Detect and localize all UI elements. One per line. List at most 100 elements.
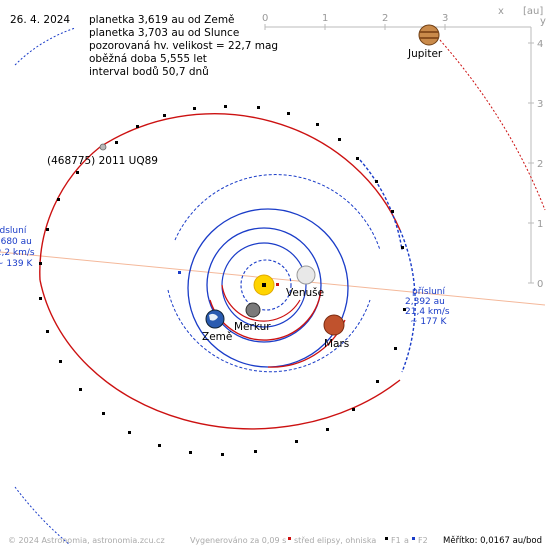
legend-f2-label: F2 [418, 536, 428, 545]
x-tick-label: 0 [262, 13, 268, 24]
orbit-point [391, 210, 394, 213]
orbit-point [189, 451, 192, 454]
orbit-point [193, 107, 196, 110]
y-tick-label: 4 [537, 39, 543, 50]
legend-f2-marker [412, 537, 415, 540]
orbit-point [46, 330, 49, 333]
asteroid-icon [99, 143, 107, 151]
asteroid-orbit-blue-arc [399, 229, 416, 373]
earth-cloud-shape [209, 313, 218, 321]
x-tick-label: 2 [382, 13, 388, 24]
y-tick-label: 0 [537, 279, 543, 290]
ellipse-center-marker [276, 283, 279, 286]
orbit-point [128, 431, 131, 434]
asteroid-orbit-red-arc [39, 279, 401, 430]
orbit-point [254, 450, 257, 453]
mars-label: Mars [324, 338, 349, 350]
perihelion-temp: ~ 177 K [410, 317, 447, 327]
orbit-point [57, 198, 60, 201]
earth-orbit [206, 227, 322, 343]
orbit-point [401, 246, 404, 249]
venus-label: Venuše [286, 287, 324, 299]
y-tick-label: 2 [537, 159, 543, 170]
info-header: 26. 4. 2024 planetka 3,619 au od Země pl… [10, 14, 278, 78]
header-line: interval bodů 50,7 dnů [89, 66, 209, 78]
perihelion-info: přísluní 2,392 au 21,4 km/s ~ 177 K [405, 287, 450, 327]
aphelion-speed: 12,2 km/s [0, 248, 35, 258]
jupiter-band [420, 31, 438, 33]
legend-f1-label: F1 [391, 536, 401, 545]
orbit-point [316, 123, 319, 126]
projection-orbit [167, 289, 371, 373]
orbit-point [46, 228, 49, 231]
header-line: planetka 3,703 au od Slunce [89, 27, 239, 39]
aphelion-info: odsluní 3,680 au 12,2 km/s ~ 139 K [0, 226, 35, 269]
axes: 0 1 2 3 x [au] y 4 3 2 1 0 [262, 6, 546, 290]
scale-label: Měřítko: 0,0167 au/bod [443, 536, 542, 546]
y-tick-label: 3 [537, 99, 543, 110]
y-tick-label: 1 [537, 219, 543, 230]
orbit-point [39, 297, 42, 300]
mercury-icon [245, 302, 261, 318]
orbit-point [394, 347, 397, 350]
orbit-point [326, 428, 329, 431]
orbit-point [403, 308, 406, 311]
orbit-point [356, 157, 359, 160]
jupiter-orbit-arc [14, 27, 76, 66]
legend-center-label: střed elipsy, ohniska [294, 536, 376, 545]
sun-center-marker [262, 283, 266, 287]
asteroid-orbit-red-arc [39, 146, 101, 281]
venus-orbit-red-arc [221, 284, 301, 322]
generation-time: Vygenerováno za 0,09 s [190, 536, 286, 545]
jupiter-orbit-arc [439, 39, 546, 211]
legend-f1-marker [385, 537, 388, 540]
asteroid-orbit-red-arc [99, 113, 401, 231]
asteroid-label: (468775) 2011 UQ89 [47, 155, 158, 167]
orbit-point [375, 180, 378, 183]
venus: Venuše [286, 265, 324, 299]
perihelion-label: přísluní [412, 287, 446, 297]
orbit-point [79, 388, 82, 391]
mercury-orbit [240, 259, 292, 311]
axis-unit: [au] [523, 6, 543, 17]
venus-icon [296, 265, 316, 285]
asteroid-orbit-points [39, 105, 406, 456]
date-label: 26. 4. 2024 [10, 14, 70, 26]
jupiter-label: Jupiter [407, 48, 443, 60]
jupiter-icon [418, 24, 440, 46]
orbit-point [102, 412, 105, 415]
legend-center-marker [288, 537, 291, 540]
perihelion-speed: 21,4 km/s [405, 307, 450, 317]
apsis-line [0, 251, 546, 306]
projection-orbit [174, 174, 381, 251]
asteroid-orbit-blue-arc [359, 159, 403, 251]
header-line: planetka 3,619 au od Země [89, 14, 235, 26]
orbit-point [338, 138, 341, 141]
aphelion-distance: 3,680 au [0, 237, 32, 247]
orbit-point [376, 380, 379, 383]
earth-label: Země [202, 331, 232, 343]
orbit-point [76, 171, 79, 174]
x-tick-label: 3 [442, 13, 448, 24]
copyright: © 2024 Astronomia, astronomia.zcu.cz [8, 536, 165, 545]
orbit-point [352, 408, 355, 411]
orbit-point [295, 440, 298, 443]
asteroid: (468775) 2011 UQ89 [47, 143, 158, 167]
orbit-point [39, 262, 42, 265]
jupiter: Jupiter [407, 24, 443, 60]
orbit-point [158, 444, 161, 447]
earth: Země [202, 309, 232, 343]
orbit-point [224, 105, 227, 108]
x-tick-label: 1 [322, 13, 328, 24]
mars: Mars [323, 314, 349, 350]
sun [253, 274, 275, 296]
orbit-point [221, 453, 224, 456]
orbit-point [136, 125, 139, 128]
aphelion-label: odsluní [0, 226, 27, 236]
orbit-point [59, 360, 62, 363]
jupiter-band [420, 37, 438, 39]
perihelion-distance: 2,392 au [405, 297, 445, 307]
x-axis-letter: x [498, 6, 504, 17]
mars-icon [323, 314, 345, 336]
